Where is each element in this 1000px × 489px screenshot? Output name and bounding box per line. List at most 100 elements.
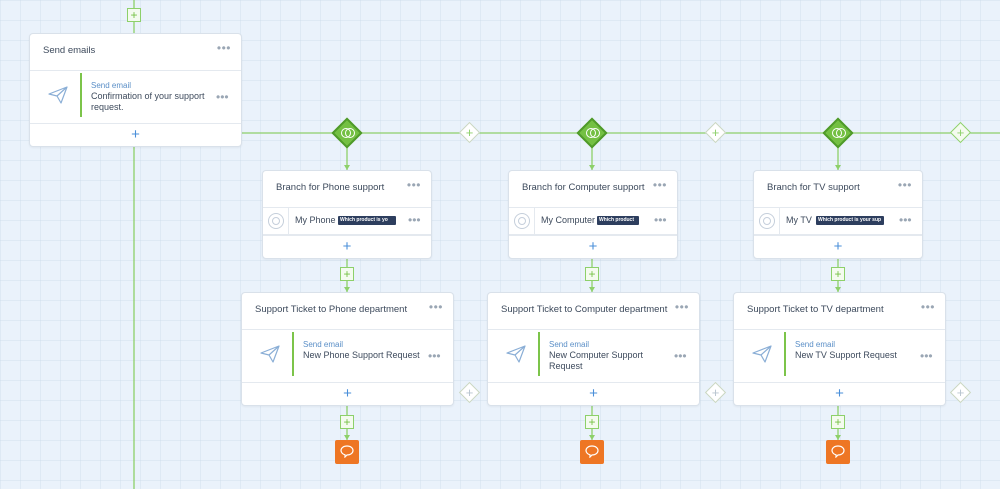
email-action[interactable]: Send email New Phone Support Request ••• (242, 330, 453, 380)
split-icon (341, 127, 355, 139)
more-icon[interactable]: ••• (920, 300, 935, 314)
add-step-button[interactable]: + (340, 415, 354, 429)
plus-icon: + (465, 125, 474, 140)
add-branch-button[interactable]: + (458, 121, 481, 144)
more-icon[interactable]: ••• (408, 213, 421, 227)
plus-icon: + (956, 125, 965, 140)
add-condition-button[interactable]: + (833, 238, 843, 255)
more-icon[interactable]: ••• (652, 178, 667, 192)
add-step-button[interactable]: + (831, 415, 845, 429)
radio-icon (514, 213, 530, 229)
more-icon[interactable]: ••• (674, 300, 689, 314)
action-accent-bar (80, 73, 82, 117)
split-node-computer[interactable] (576, 117, 608, 149)
card-header: Support Ticket to Phone department ••• (242, 293, 453, 330)
branch-condition[interactable]: My Phone Which product is yo ••• (263, 208, 431, 235)
add-step-button[interactable]: + (831, 267, 845, 281)
send-emails-card[interactable]: Send emails ••• Send email Confirmation … (29, 33, 242, 147)
plus-icon: + (343, 415, 351, 429)
card-footer: + (754, 235, 922, 258)
plus-icon: + (588, 415, 596, 429)
email-action[interactable]: Send email New Computer Support Request … (488, 330, 699, 380)
more-icon[interactable]: ••• (216, 90, 229, 104)
add-condition-button[interactable]: + (342, 238, 352, 255)
more-icon[interactable]: ••• (406, 178, 421, 192)
branch-card-tv[interactable]: Branch for TV support ••• My TV Which pr… (753, 170, 923, 259)
action-type-label: Send email (795, 340, 836, 349)
split-node-phone[interactable] (331, 117, 363, 149)
plus-icon: + (834, 267, 842, 281)
chat-icon (340, 445, 354, 458)
add-action-button[interactable]: + (835, 385, 844, 402)
card-header: Support Ticket to Computer department ••… (488, 293, 699, 330)
card-header: Branch for TV support ••• (754, 171, 922, 208)
more-icon[interactable]: ••• (654, 213, 667, 227)
add-branch-button[interactable]: + (704, 381, 727, 404)
card-footer: + (734, 382, 945, 405)
action-type-label: Send email (303, 340, 344, 349)
end-node-tv[interactable] (826, 440, 850, 464)
ticket-card-phone[interactable]: Support Ticket to Phone department ••• S… (241, 292, 454, 406)
email-action[interactable]: Send email New TV Support Request ••• (734, 330, 945, 380)
branch-condition[interactable]: My TV Which product is your sup ••• (754, 208, 922, 235)
card-header: Support Ticket to TV department ••• (734, 293, 945, 330)
add-action-button[interactable]: + (589, 385, 598, 402)
email-action[interactable]: Send email Confirmation of your support … (30, 71, 241, 121)
ticket-card-computer[interactable]: Support Ticket to Computer department ••… (487, 292, 700, 406)
more-icon[interactable]: ••• (428, 349, 441, 363)
split-icon (832, 127, 846, 139)
question-tag: Which product is your sup (816, 216, 884, 225)
card-footer: + (30, 123, 241, 146)
add-branch-button[interactable]: + (704, 121, 727, 144)
send-icon (752, 345, 772, 363)
plus-icon: + (956, 385, 965, 400)
branch-card-phone[interactable]: Branch for Phone support ••• My Phone Wh… (262, 170, 432, 259)
action-accent-bar (292, 332, 294, 376)
action-type-label: Send email (91, 81, 132, 90)
more-icon[interactable]: ••• (897, 178, 912, 192)
question-tag: Which product (597, 216, 639, 225)
add-step-button[interactable]: + (585, 267, 599, 281)
end-node-computer[interactable] (580, 440, 604, 464)
card-title: Branch for Computer support (522, 182, 645, 193)
more-icon[interactable]: ••• (920, 349, 933, 363)
add-action-button[interactable]: + (131, 126, 140, 143)
plus-icon: + (465, 385, 474, 400)
card-title: Support Ticket to Computer department (501, 304, 668, 315)
add-branch-button[interactable]: + (949, 121, 972, 144)
action-description: New Phone Support Request (303, 350, 420, 360)
action-description: New Computer Support Request (549, 350, 644, 371)
end-node-phone[interactable] (335, 440, 359, 464)
send-icon (48, 86, 68, 104)
send-icon (506, 345, 526, 363)
add-step-button[interactable]: + (127, 8, 141, 22)
more-icon[interactable]: ••• (216, 41, 231, 55)
divider (534, 208, 535, 234)
card-footer: + (263, 235, 431, 258)
card-header: Branch for Computer support ••• (509, 171, 677, 208)
add-condition-button[interactable]: + (588, 238, 598, 255)
more-icon[interactable]: ••• (674, 349, 687, 363)
split-icon (586, 127, 600, 139)
action-type-label: Send email (549, 340, 590, 349)
more-icon[interactable]: ••• (899, 213, 912, 227)
question-tag: Which product is yo (338, 216, 396, 225)
card-title: Branch for TV support (767, 182, 860, 193)
add-branch-button[interactable]: + (949, 381, 972, 404)
ticket-card-tv[interactable]: Support Ticket to TV department ••• Send… (733, 292, 946, 406)
add-step-button[interactable]: + (585, 415, 599, 429)
more-icon[interactable]: ••• (428, 300, 443, 314)
action-description: Confirmation of your support request. (91, 91, 205, 112)
chat-icon (585, 445, 599, 458)
split-node-tv[interactable] (822, 117, 854, 149)
card-header: Send emails ••• (30, 34, 241, 71)
add-step-button[interactable]: + (340, 267, 354, 281)
plus-icon: + (711, 125, 720, 140)
add-action-button[interactable]: + (343, 385, 352, 402)
plus-icon: + (343, 267, 351, 281)
plus-icon: + (130, 8, 138, 22)
branch-condition[interactable]: My Computer Which product ••• (509, 208, 677, 235)
branch-card-computer[interactable]: Branch for Computer support ••• My Compu… (508, 170, 678, 259)
card-title: Branch for Phone support (276, 182, 385, 193)
add-branch-button[interactable]: + (458, 381, 481, 404)
